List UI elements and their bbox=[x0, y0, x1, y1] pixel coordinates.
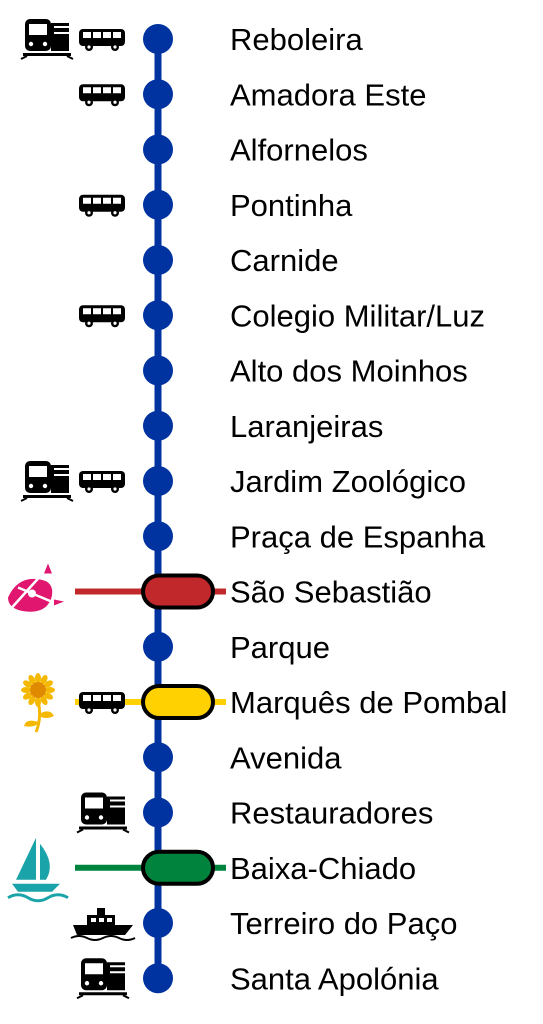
station-label-alto-dos-moinhos[interactable]: Alto dos Moinhos bbox=[230, 354, 468, 389]
train-icon bbox=[76, 957, 130, 1000]
station-label-jardim-zoologico[interactable]: Jardim Zoológico bbox=[230, 464, 466, 499]
bus-icon bbox=[79, 194, 125, 217]
station-label-sao-sebastiao[interactable]: São Sebastião bbox=[230, 575, 432, 610]
station-marker-praca-de-espanha[interactable] bbox=[143, 521, 173, 552]
station-marker-alfornelos[interactable] bbox=[143, 134, 173, 165]
station-marker-laranjeiras[interactable] bbox=[143, 410, 173, 441]
interchange-marker-marques-de-pombal[interactable] bbox=[141, 684, 215, 720]
station-marker-reboleira[interactable] bbox=[143, 24, 173, 54]
station-label-terreiro-do-paco[interactable]: Terreiro do Paço bbox=[230, 906, 457, 941]
station-label-baixa-chiado[interactable]: Baixa-Chiado bbox=[230, 851, 416, 886]
station-marker-avenida[interactable] bbox=[143, 742, 173, 773]
station-label-laranjeiras[interactable]: Laranjeiras bbox=[230, 409, 383, 444]
interchange-marker-baixa-chiado[interactable] bbox=[141, 849, 215, 886]
station-label-reboleira[interactable]: Reboleira bbox=[230, 22, 363, 57]
bus-icon bbox=[79, 471, 125, 493]
station-marker-amadora-este[interactable] bbox=[143, 79, 173, 110]
bus-icon bbox=[79, 29, 125, 51]
train-icon bbox=[20, 18, 74, 60]
train-icon bbox=[76, 791, 130, 834]
station-marker-restauradores[interactable] bbox=[143, 797, 173, 828]
station-label-colegio-militar-luz[interactable]: Colegio Militar/Luz bbox=[230, 298, 485, 333]
station-marker-colegio-militar-luz[interactable] bbox=[143, 300, 173, 331]
station-label-restauradores[interactable]: Restauradores bbox=[230, 796, 433, 831]
station-label-parque[interactable]: Parque bbox=[230, 630, 330, 665]
station-marker-carnide[interactable] bbox=[143, 245, 173, 275]
ferry-icon bbox=[70, 907, 136, 941]
interchange-layer bbox=[7, 563, 226, 903]
station-marker-parque[interactable] bbox=[143, 631, 173, 662]
station-label-alfornelos[interactable]: Alfornelos bbox=[230, 133, 368, 168]
station-label-avenida[interactable]: Avenida bbox=[230, 740, 342, 775]
interchange-marker-sao-sebastiao[interactable] bbox=[141, 573, 215, 610]
sailboat-logo bbox=[7, 837, 69, 903]
station-label-carnide[interactable]: Carnide bbox=[230, 243, 339, 278]
station-label-amadora-este[interactable]: Amadora Este bbox=[230, 77, 426, 112]
station-marker-terreiro-do-paco[interactable] bbox=[143, 908, 173, 938]
station-label-santa-apolonia[interactable]: Santa Apolónia bbox=[230, 961, 439, 996]
station-marker-pontinha[interactable] bbox=[143, 189, 173, 220]
bus-icon bbox=[79, 692, 125, 714]
bus-icon bbox=[79, 84, 125, 107]
station-label-praca-de-espanha[interactable]: Praça de Espanha bbox=[230, 519, 486, 554]
train-icon bbox=[20, 460, 74, 502]
station-label-marques-de-pombal[interactable]: Marquês de Pombal bbox=[230, 685, 507, 720]
station-marker-jardim-zoologico[interactable] bbox=[143, 466, 173, 496]
compass-rose-logo bbox=[8, 563, 64, 612]
sunflower-logo bbox=[21, 673, 55, 733]
station-marker-santa-apolonia[interactable] bbox=[143, 963, 173, 994]
bus-icon bbox=[79, 305, 125, 328]
connection-icons-layer bbox=[20, 18, 136, 1000]
station-label-pontinha[interactable]: Pontinha bbox=[230, 188, 353, 223]
station-marker-alto-dos-moinhos[interactable] bbox=[143, 355, 173, 386]
